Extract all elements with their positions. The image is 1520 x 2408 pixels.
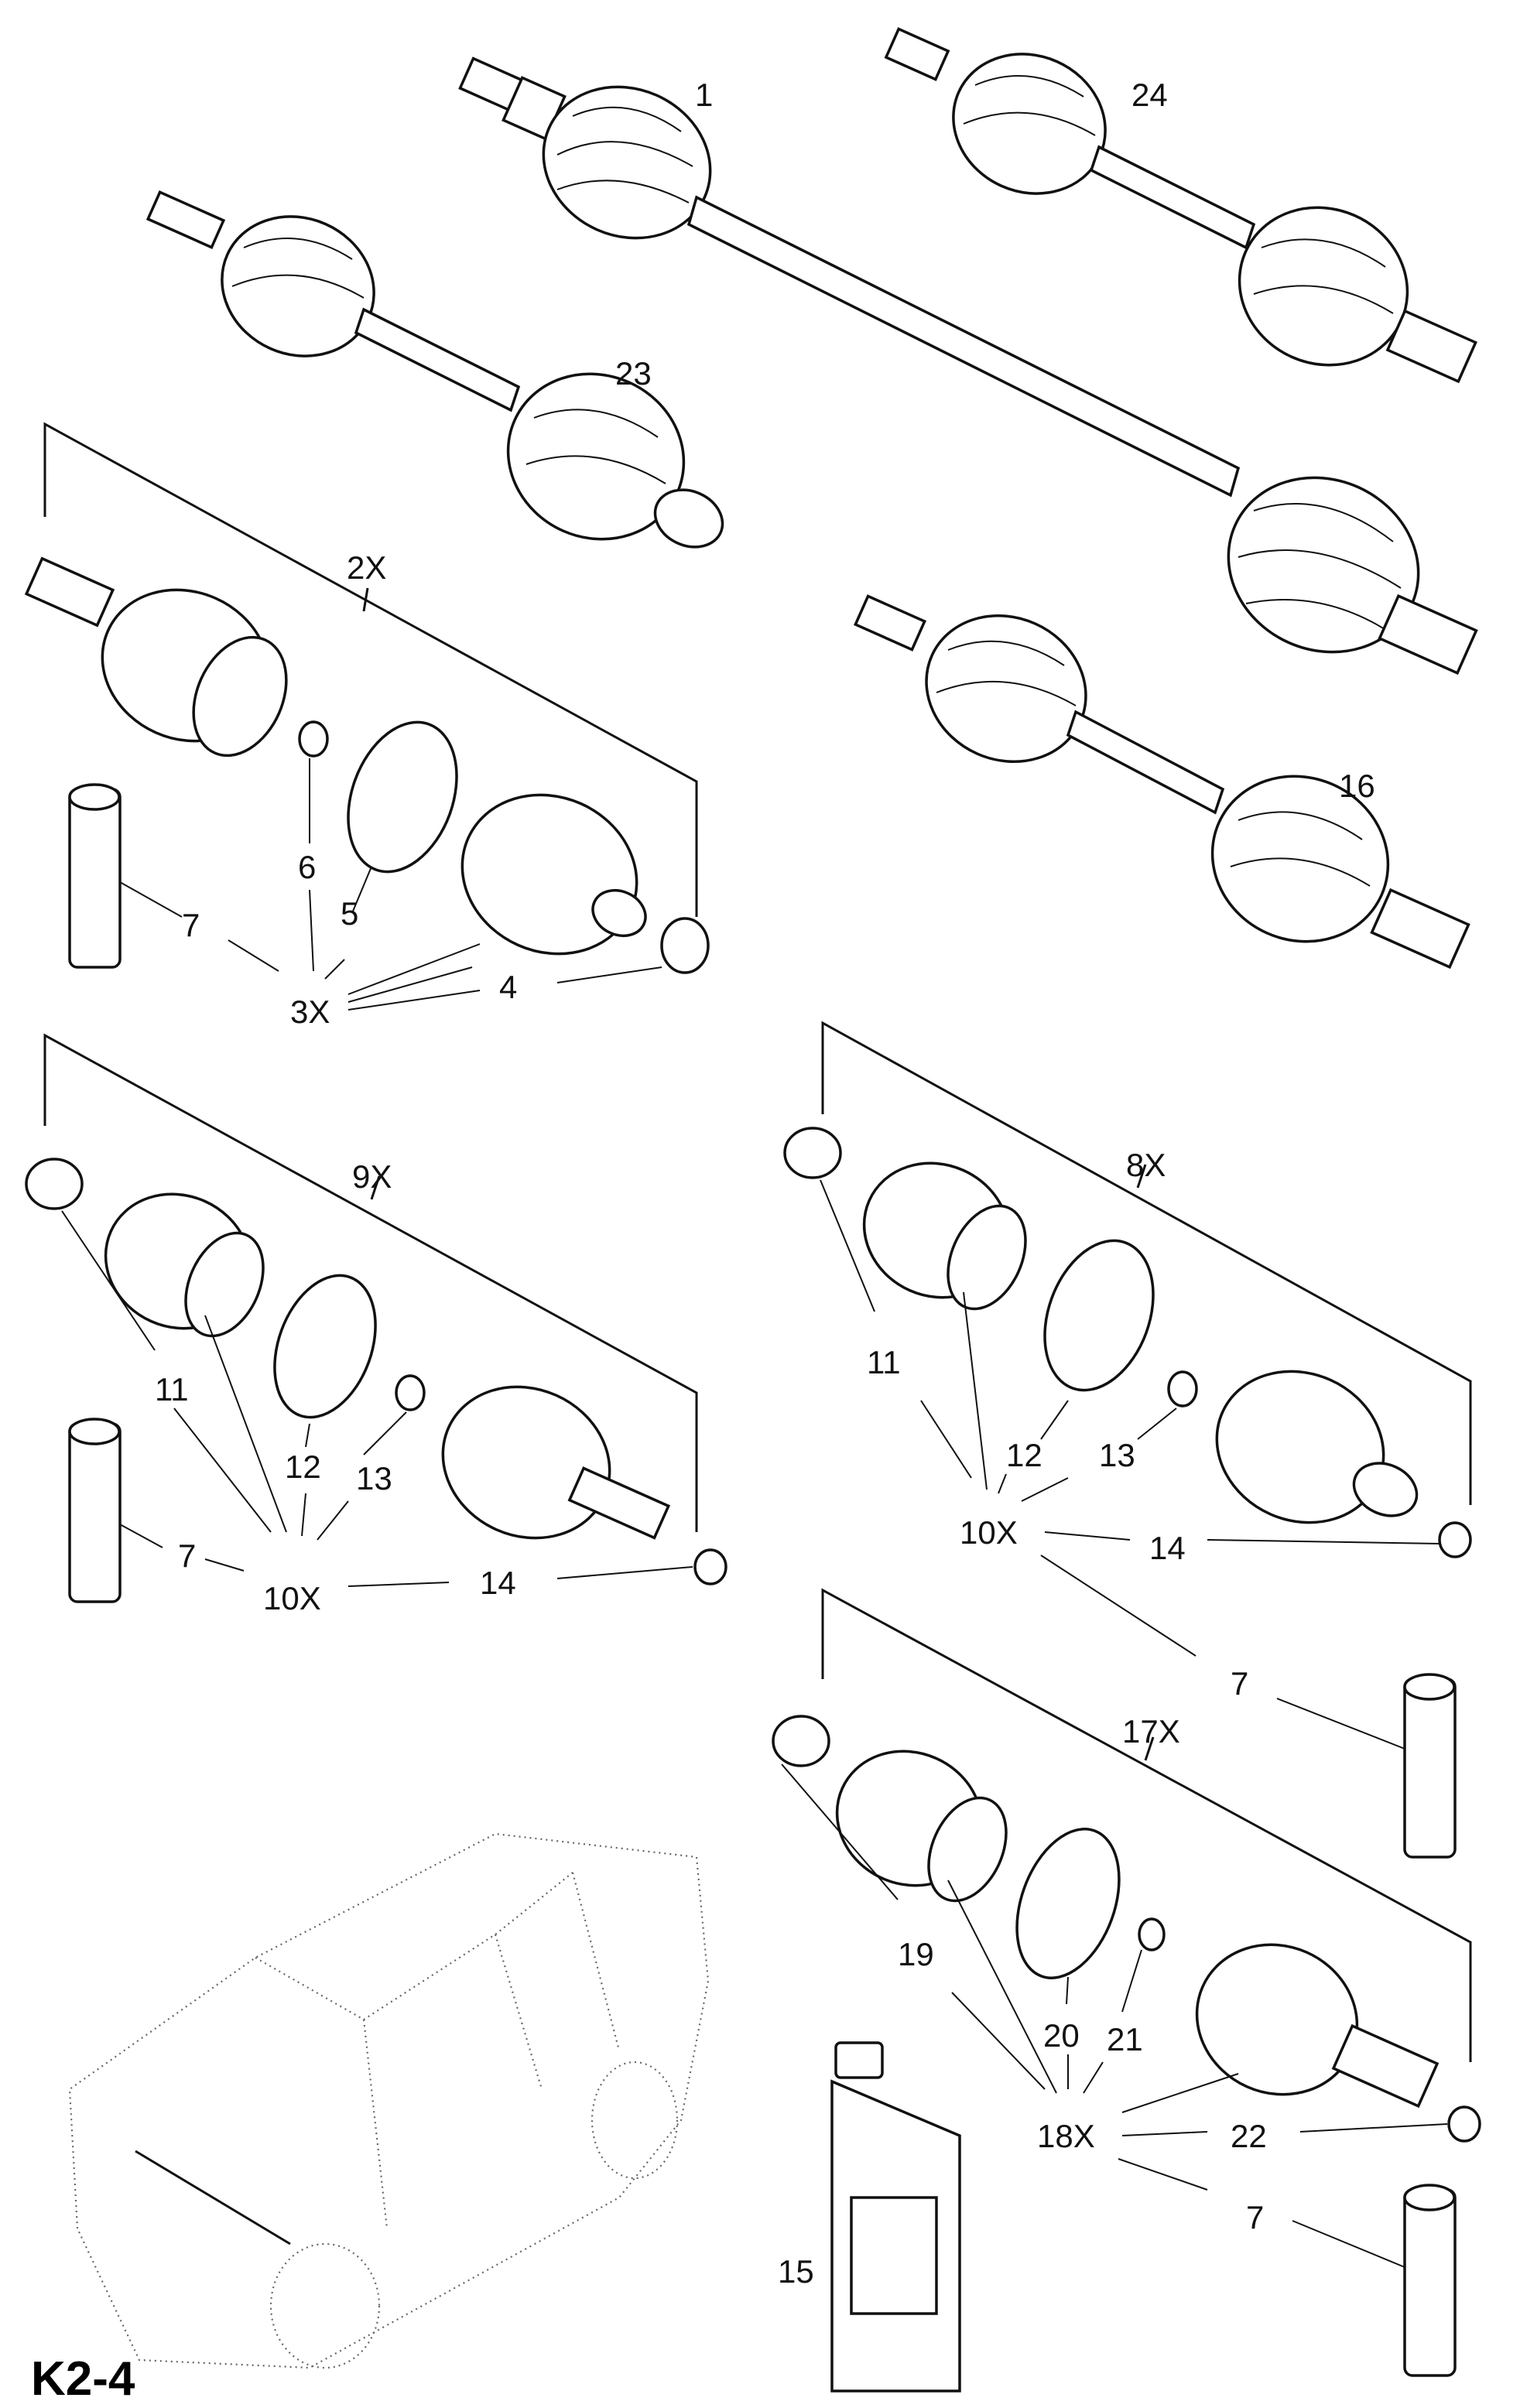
- callout-14b: 14: [1149, 1530, 1186, 1566]
- joint-14b[interactable]: [1193, 1345, 1426, 1548]
- leader-lines-17x: [781, 1763, 1448, 2268]
- circlip-21[interactable]: [1138, 1917, 1166, 1951]
- clamp-12a[interactable]: [256, 1261, 394, 1431]
- circlip-14b[interactable]: [1438, 1521, 1472, 1558]
- callout-8x: 8X: [1126, 1147, 1166, 1183]
- boot-10xa[interactable]: [84, 1172, 279, 1352]
- boot-18x[interactable]: [816, 1729, 1022, 1914]
- callout-14a: 14: [480, 1565, 516, 1601]
- joint-18x[interactable]: [1173, 1920, 1440, 2120]
- driveshaft-16[interactable]: [854, 590, 1470, 970]
- callout-1: 1: [695, 77, 713, 113]
- boot-4[interactable]: [436, 768, 662, 981]
- circlip-22[interactable]: [1447, 2105, 1481, 2143]
- circlip-13b[interactable]: [1167, 1370, 1198, 1408]
- clamp-19[interactable]: [772, 1715, 830, 1767]
- clamp-5[interactable]: [329, 707, 477, 887]
- clamp-11a[interactable]: [25, 1158, 84, 1210]
- callout-4: 4: [499, 969, 517, 1005]
- clamp-11b[interactable]: [783, 1127, 842, 1179]
- callout-17x: 17X: [1122, 1713, 1180, 1750]
- callout-7b: 7: [178, 1537, 196, 1574]
- circlip-13a[interactable]: [395, 1374, 426, 1411]
- callout-10xa: 10X: [263, 1580, 321, 1616]
- grease-tube-7b[interactable]: [68, 1418, 122, 1603]
- callout-13b: 13: [1099, 1437, 1135, 1473]
- boot-10xb[interactable]: [843, 1141, 1041, 1322]
- circlip-14a[interactable]: [693, 1548, 727, 1585]
- callout-7d: 7: [1246, 2199, 1264, 2235]
- callout-12b: 12: [1006, 1437, 1042, 1473]
- callout-15: 15: [778, 2253, 814, 2290]
- driveshaft-1[interactable]: [458, 56, 1478, 682]
- joint-14a[interactable]: [419, 1360, 671, 1564]
- clamp-20[interactable]: [998, 1815, 1138, 1992]
- driveshaft-23[interactable]: [145, 190, 731, 566]
- callout-20: 20: [1043, 2017, 1080, 2054]
- kit-2x-bracket: [43, 422, 698, 917]
- callout-21: 21: [1107, 2021, 1143, 2057]
- kit-9x-bracket: [43, 1033, 698, 1532]
- clamp-12b[interactable]: [1025, 1226, 1173, 1405]
- callout-12a: 12: [285, 1449, 321, 1485]
- vehicle-outline: [68, 1832, 710, 2369]
- callout-22: 22: [1231, 2118, 1267, 2154]
- callout-24: 24: [1131, 77, 1168, 113]
- callout-6: 6: [298, 849, 316, 885]
- callout-18x: 18X: [1037, 2118, 1095, 2154]
- diagram-code: K2-4: [31, 2352, 135, 2406]
- circlip-6[interactable]: [298, 720, 329, 758]
- leader-lines-2x: [119, 758, 662, 1011]
- callout-13a: 13: [356, 1460, 392, 1496]
- callout-10xb: 10X: [960, 1514, 1018, 1551]
- grease-tube-7a[interactable]: [68, 783, 122, 969]
- kit-17x-bracket: [821, 1588, 1472, 2062]
- joint-assembly-2x[interactable]: [24, 556, 304, 771]
- oil-bottle-15[interactable]: [830, 2041, 961, 2393]
- callout-2x: 2X: [347, 549, 386, 586]
- callout-7c: 7: [1231, 1665, 1248, 1702]
- callout-7a: 7: [182, 907, 200, 943]
- kit-8x-bracket: [821, 1021, 1472, 1505]
- leader-lines-9x: [61, 1210, 693, 1587]
- callout-11b: 11: [867, 1344, 901, 1380]
- leader-lines-8x: [820, 1179, 1440, 1750]
- grease-tube-7c[interactable]: [1403, 1673, 1457, 1859]
- clamp-small-4[interactable]: [660, 917, 710, 974]
- callout-23: 23: [615, 355, 652, 392]
- callout-9x: 9X: [352, 1158, 392, 1195]
- grease-tube-7d[interactable]: [1403, 2184, 1457, 2377]
- callout-5: 5: [341, 895, 358, 932]
- callout-19: 19: [898, 1936, 934, 1972]
- callout-16: 16: [1339, 768, 1375, 804]
- driveshaft-24[interactable]: [884, 27, 1477, 392]
- callout-11a: 11: [155, 1371, 189, 1408]
- callout-3x: 3X: [290, 994, 330, 1030]
